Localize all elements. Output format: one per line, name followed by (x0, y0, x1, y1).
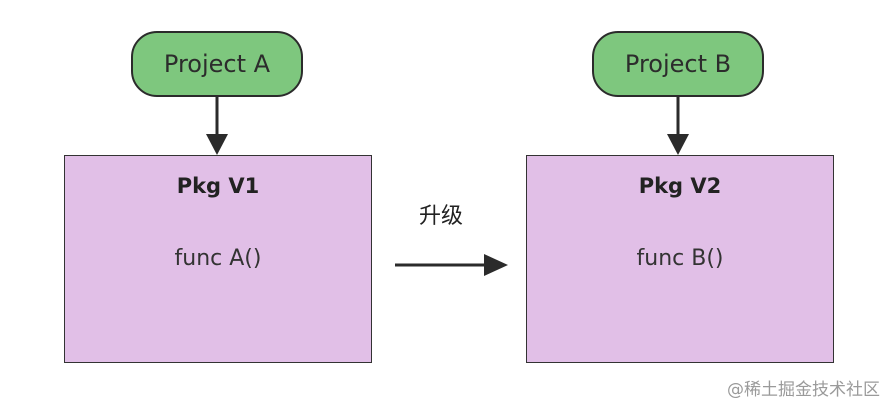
pkg-v2-box: Pkg V2 func B() (526, 155, 834, 363)
project-b-label: Project B (624, 50, 732, 78)
upgrade-label: 升级 (419, 204, 464, 229)
project-a-node: Project A (131, 31, 303, 97)
watermark: @稀土掘金技术社区 (727, 380, 880, 400)
pkg-v1-func: func A() (174, 246, 262, 271)
pkg-v2-title: Pkg V2 (638, 174, 722, 198)
pkg-v1-title: Pkg V1 (176, 174, 260, 198)
arrowhead-project-a (206, 134, 228, 155)
project-b-node: Project B (592, 31, 764, 97)
upgrade-arrowhead (484, 254, 508, 276)
arrowhead-project-b (667, 134, 689, 155)
pkg-v1-box: Pkg V1 func A() (64, 155, 372, 363)
pkg-v2-func: func B() (636, 246, 724, 271)
project-a-label: Project A (163, 50, 271, 78)
